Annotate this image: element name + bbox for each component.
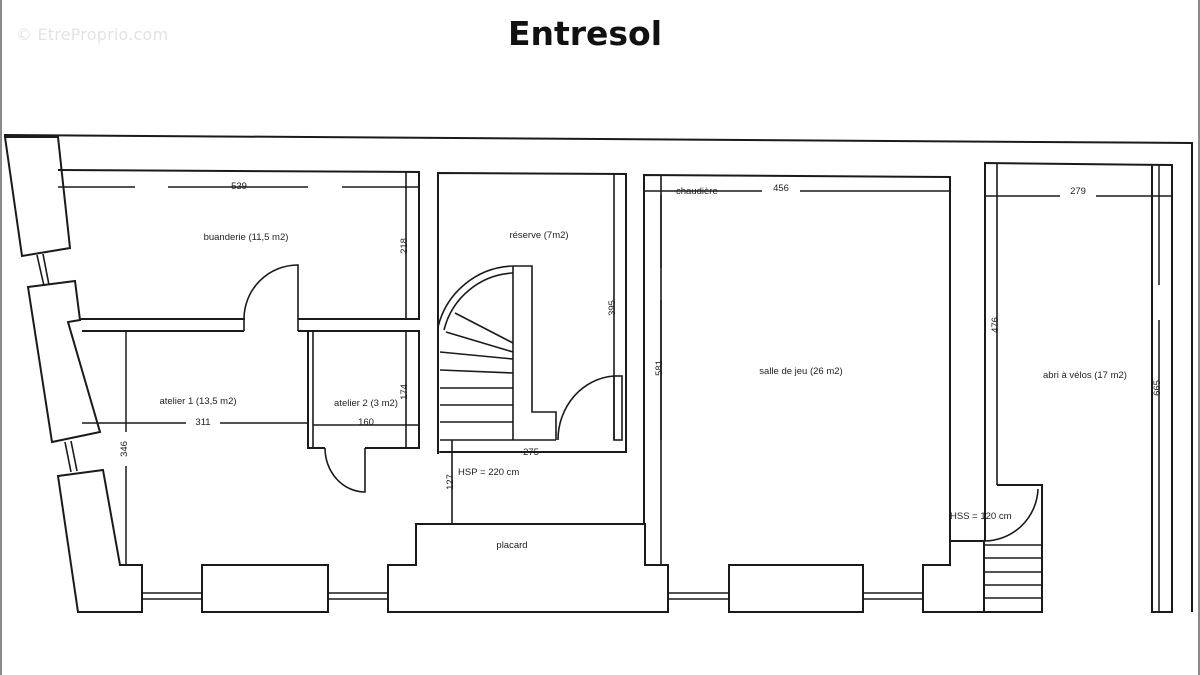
label-placard: placard xyxy=(496,540,527,551)
annotation-hsp: HSP = 220 cm xyxy=(458,467,519,478)
watermark: © EtreProprio.com xyxy=(16,25,169,44)
dim-abri-width: 279 xyxy=(1070,186,1086,197)
dimension-lines xyxy=(58,165,1172,612)
label-atelier-2: atelier 2 (3 m2) xyxy=(334,398,398,409)
dim-reserve-width: 275 xyxy=(523,447,539,458)
dim-reserve-height: 395 xyxy=(607,300,618,316)
label-abri-velos: abri à vélos (17 m2) xyxy=(1043,370,1127,381)
dim-buanderie-width: 539 xyxy=(231,181,247,192)
dim-atelier2-height: 174 xyxy=(399,384,410,400)
dim-abri-height-right: 665 xyxy=(1152,380,1163,396)
room-buanderie[interactable] xyxy=(57,169,420,331)
plan-title: Entresol xyxy=(507,14,663,53)
label-reserve: réserve (7m2) xyxy=(509,230,568,241)
dim-salle-height: 581 xyxy=(654,360,665,376)
dim-corridor-height: 127 xyxy=(445,474,456,490)
label-atelier-1: atelier 1 (13,5 m2) xyxy=(159,396,236,407)
label-buanderie: buanderie (11,5 m2) xyxy=(204,232,289,243)
annotation-hss: HSS = 120 cm xyxy=(950,511,1012,522)
label-salle-de-jeu: salle de jeu (26 m2) xyxy=(759,366,842,377)
dim-abri-height-left: 476 xyxy=(990,317,1001,333)
label-chaudiere: chaudière xyxy=(676,186,718,197)
room-atelier[interactable] xyxy=(82,330,420,493)
room-abri-velos[interactable] xyxy=(983,161,1173,613)
dim-salle-width: 456 xyxy=(773,183,789,194)
dim-atelier1-height: 346 xyxy=(119,441,130,457)
dim-atelier1-width: 311 xyxy=(195,417,210,428)
outer-walls xyxy=(3,134,1193,613)
dim-atelier2-width: 160 xyxy=(358,417,374,428)
dim-buanderie-height: 218 xyxy=(399,238,410,254)
